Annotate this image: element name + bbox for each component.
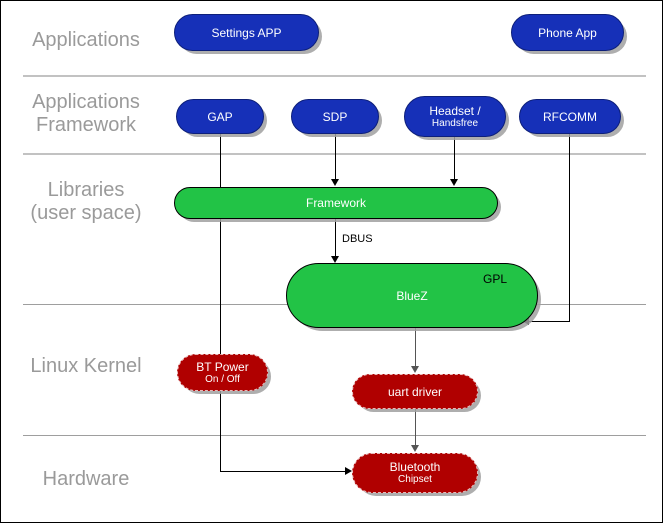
node-bluez[interactable]: BlueZ: [286, 263, 538, 328]
edge-uart-to-chipset-vertical: [415, 409, 416, 446]
node-bluetooth-chipset-sublabel: Chipset: [398, 474, 432, 485]
layer-label-libraries: Libraries (user space): [30, 179, 142, 224]
edge-rfcomm-vertical: [569, 134, 570, 321]
node-phone-app[interactable]: Phone App: [511, 14, 624, 51]
edge-gap-vertical: [220, 134, 221, 471]
node-rfcomm[interactable]: RFCOMM: [519, 99, 621, 134]
node-bluetooth-chipset[interactable]: Bluetooth Chipset: [352, 453, 478, 493]
arrowhead-bluez-to-uart: [411, 366, 419, 373]
layer-label-applications: Applications: [32, 29, 140, 51]
node-gap-label: GAP: [207, 109, 233, 124]
node-settings-app-label: Settings APP: [211, 25, 282, 40]
node-headset-handsfree[interactable]: Headset / Handsfree: [404, 96, 506, 137]
edge-sdp-vertical: [335, 134, 336, 180]
edge-label-dbus: DBUS: [340, 233, 375, 245]
node-gap[interactable]: GAP: [176, 99, 264, 134]
divider-applications: [23, 75, 646, 77]
layer-label-linux-kernel: Linux Kernel: [30, 355, 142, 377]
node-uart-driver-label: uart driver: [387, 384, 443, 399]
node-uart-driver[interactable]: uart driver: [352, 374, 478, 409]
node-headset-handsfree-label: Headset /: [429, 103, 481, 118]
arrowhead-gap-to-chipset: [345, 467, 352, 475]
node-settings-app[interactable]: Settings APP: [174, 14, 319, 51]
node-framework-label: Framework: [305, 196, 366, 210]
edge-gap-horizontal: [220, 471, 346, 472]
node-headset-handsfree-sublabel: Handsfree: [431, 117, 479, 129]
layer-label-applications-framework: Applications Framework: [32, 91, 140, 136]
node-sdp[interactable]: SDP: [291, 99, 379, 134]
layer-label-hardware: Hardware: [42, 468, 130, 490]
node-rfcomm-label: RFCOMM: [543, 109, 597, 124]
node-bt-power-sublabel: On / Off: [205, 373, 240, 385]
edge-rfcomm-horizontal: [529, 321, 570, 322]
arrowhead-framework-to-bluez: [331, 256, 339, 263]
divider-applications-framework: [23, 153, 646, 155]
node-bt-power-label: BT Power: [196, 359, 249, 374]
bluez-gpl-tag: GPL: [483, 272, 508, 286]
edge-bluez-to-uart-vertical: [415, 328, 416, 367]
arrowhead-headset-to-framework: [450, 179, 458, 186]
edge-headset-vertical: [454, 134, 455, 180]
node-bt-power[interactable]: BT Power On / Off: [177, 354, 268, 391]
node-framework[interactable]: Framework: [174, 187, 498, 219]
divider-linux-kernel: [23, 435, 646, 436]
node-bluez-label: BlueZ: [396, 288, 428, 303]
node-sdp-label: SDP: [322, 109, 348, 124]
edge-framework-to-bluez-vertical: [335, 219, 336, 257]
node-bluetooth-chipset-label: Bluetooth: [389, 460, 441, 474]
arrowhead-uart-to-chipset: [411, 445, 419, 452]
node-phone-app-label: Phone App: [538, 25, 597, 40]
arrowhead-sdp-to-framework: [331, 179, 339, 186]
